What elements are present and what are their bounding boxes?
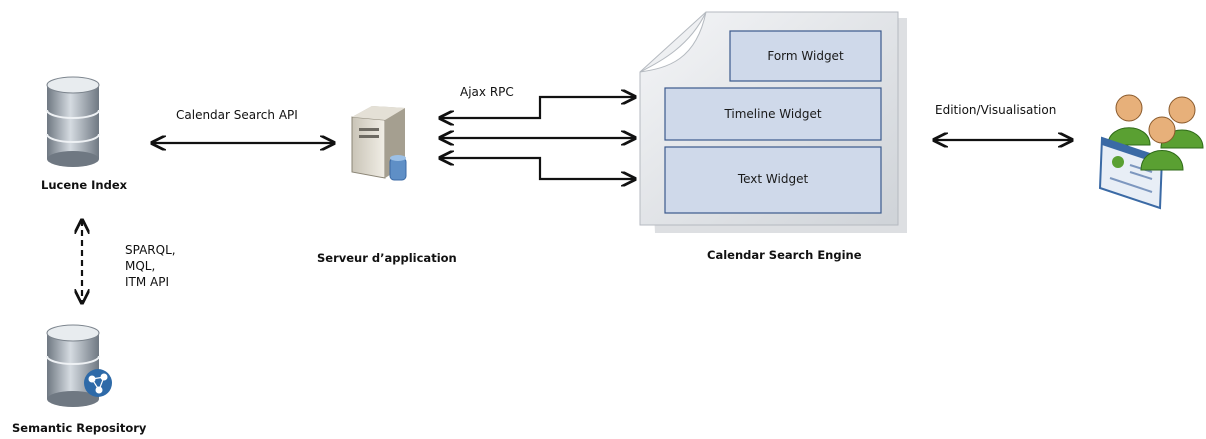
ajax-rpc-label: Ajax RPC	[460, 85, 514, 99]
users-screen-icon	[1098, 94, 1204, 210]
form-widget-label: Form Widget	[767, 49, 844, 63]
semantic-database-icon	[46, 324, 112, 407]
database-icon	[46, 76, 100, 167]
sparql-label: SPARQL, MQL, ITM API	[125, 243, 176, 289]
text-widget-box	[664, 146, 882, 214]
semantic-repository-label: Semantic Repository	[12, 421, 147, 435]
server-icon	[351, 106, 407, 181]
text-widget-label: Text Widget	[737, 172, 809, 186]
form-widget-box	[729, 30, 882, 82]
edition-label: Edition/Visualisation	[935, 103, 1057, 117]
ajax-rpc-arrow-3	[440, 158, 635, 179]
server-label: Serveur d’application	[317, 251, 457, 265]
calendar-api-label: Calendar Search API	[176, 108, 298, 122]
ajax-rpc-arrow-1	[440, 97, 635, 118]
lucene-index-label: Lucene Index	[41, 178, 128, 192]
timeline-widget-box	[664, 87, 882, 141]
timeline-widget-label: Timeline Widget	[724, 107, 822, 121]
engine-label: Calendar Search Engine	[707, 248, 862, 262]
